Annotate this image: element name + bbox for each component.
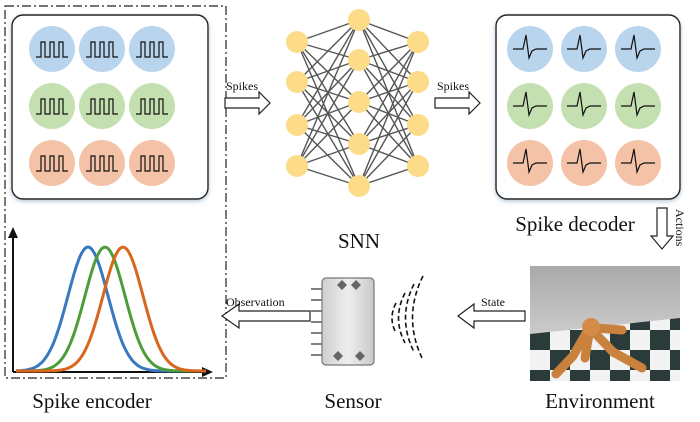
arrow-label-state: State xyxy=(481,295,505,309)
gaussian-curve-green xyxy=(16,245,206,373)
encoder-spike-node xyxy=(79,140,125,186)
snn-connection xyxy=(358,41,419,187)
snn-neuron xyxy=(286,155,308,177)
encoder-spike-node xyxy=(79,83,125,129)
encoder-spike-waveform xyxy=(136,155,168,172)
snn-connection xyxy=(296,19,360,167)
label-sensor: Sensor xyxy=(324,389,381,413)
snn-neuron xyxy=(348,133,370,155)
snn-network xyxy=(286,9,429,197)
snn-neuron xyxy=(407,155,429,177)
snn-neuron xyxy=(348,49,370,71)
snn-neuron xyxy=(348,9,370,31)
label-snn: SNN xyxy=(338,229,380,253)
snn-connection xyxy=(358,124,419,187)
gaussian-plot xyxy=(8,227,213,377)
decoder-spike-node xyxy=(507,140,553,186)
arrow-observation: Observation xyxy=(220,295,311,330)
environment-scene xyxy=(530,266,680,381)
snn-neuron xyxy=(407,71,429,93)
decoder-spike-node xyxy=(561,140,607,186)
snn-neuron xyxy=(407,31,429,53)
signal-waves-icon xyxy=(391,275,424,361)
decoder-spike-grid xyxy=(495,14,681,200)
decoder-spike-waveform xyxy=(567,34,601,61)
gaussian-curve-orange xyxy=(16,245,206,373)
decoder-spike-node xyxy=(507,26,553,72)
decoder-spike-node xyxy=(561,26,607,72)
arrow-state: State xyxy=(457,295,526,330)
label-spike-decoder: Spike decoder xyxy=(515,212,635,236)
encoder-spike-node xyxy=(129,26,175,72)
encoder-spike-waveform xyxy=(136,98,168,115)
arrow-label-spikes-out: Spikes xyxy=(437,79,469,93)
arrow-spikes-in: Spikes xyxy=(224,79,271,116)
encoder-spike-node xyxy=(129,140,175,186)
snn-connection xyxy=(358,41,419,103)
arrow-label-observation: Observation xyxy=(226,295,285,309)
sensor-body xyxy=(321,277,375,366)
sensor-device xyxy=(311,277,375,366)
encoder-spike-waveform xyxy=(86,155,118,172)
encoder-spike-waveform xyxy=(36,98,68,115)
sensor-pins xyxy=(311,288,323,356)
sensor-screw-tl xyxy=(337,280,347,290)
decoder-spike-waveform xyxy=(621,91,655,118)
encoder-spike-waveform xyxy=(86,98,118,115)
decoder-spike-node xyxy=(615,83,661,129)
decoder-spike-node xyxy=(615,26,661,72)
encoder-spike-node xyxy=(29,26,75,72)
decoder-spike-waveform xyxy=(513,91,547,118)
encoder-spike-waveform xyxy=(36,41,68,58)
snn-connection xyxy=(296,19,360,126)
encoder-frame xyxy=(4,5,227,379)
snn-neuron xyxy=(348,91,370,113)
arrow-label-actions: Actions xyxy=(673,209,687,247)
snn-connection xyxy=(296,19,360,83)
encoder-spike-node xyxy=(129,83,175,129)
snn-neuron xyxy=(286,31,308,53)
decoder-spike-node xyxy=(561,83,607,129)
decoder-spike-node xyxy=(507,83,553,129)
encoder-spike-node xyxy=(79,26,125,72)
snn-neuron xyxy=(286,71,308,93)
snn-neuron xyxy=(407,114,429,136)
snn-connection xyxy=(358,41,419,145)
snn-connection xyxy=(296,59,360,167)
decoder-spike-waveform xyxy=(621,148,655,175)
decoder-spike-waveform xyxy=(567,91,601,118)
encoder-spike-node xyxy=(29,140,75,186)
decoder-spike-waveform xyxy=(567,148,601,175)
encoder-spike-grid xyxy=(11,14,209,200)
sensor-screw-bl xyxy=(333,351,343,361)
snn-connection xyxy=(358,81,419,187)
snn-neuron xyxy=(286,114,308,136)
snn-connection xyxy=(296,101,360,167)
sensor-screw-tr xyxy=(351,280,361,290)
decoder-spike-waveform xyxy=(513,34,547,61)
arrow-actions: Actions xyxy=(649,207,687,250)
label-spike-encoder: Spike encoder xyxy=(32,389,152,413)
encoder-spike-waveform xyxy=(36,155,68,172)
decoder-spike-waveform xyxy=(621,34,655,61)
snn-neuron xyxy=(348,175,370,197)
decoder-spike-node xyxy=(615,140,661,186)
decoder-spike-waveform xyxy=(513,148,547,175)
arrow-spikes-out: Spikes xyxy=(434,79,481,116)
sensor-screw-br xyxy=(355,351,365,361)
encoder-spike-node xyxy=(29,83,75,129)
label-environment: Environment xyxy=(545,389,655,413)
ant-torso xyxy=(582,318,600,336)
encoder-spike-waveform xyxy=(86,41,118,58)
arrow-label-spikes-in: Spikes xyxy=(226,79,258,93)
plot-y-arrowhead xyxy=(8,227,18,238)
encoder-spike-waveform xyxy=(136,41,168,58)
